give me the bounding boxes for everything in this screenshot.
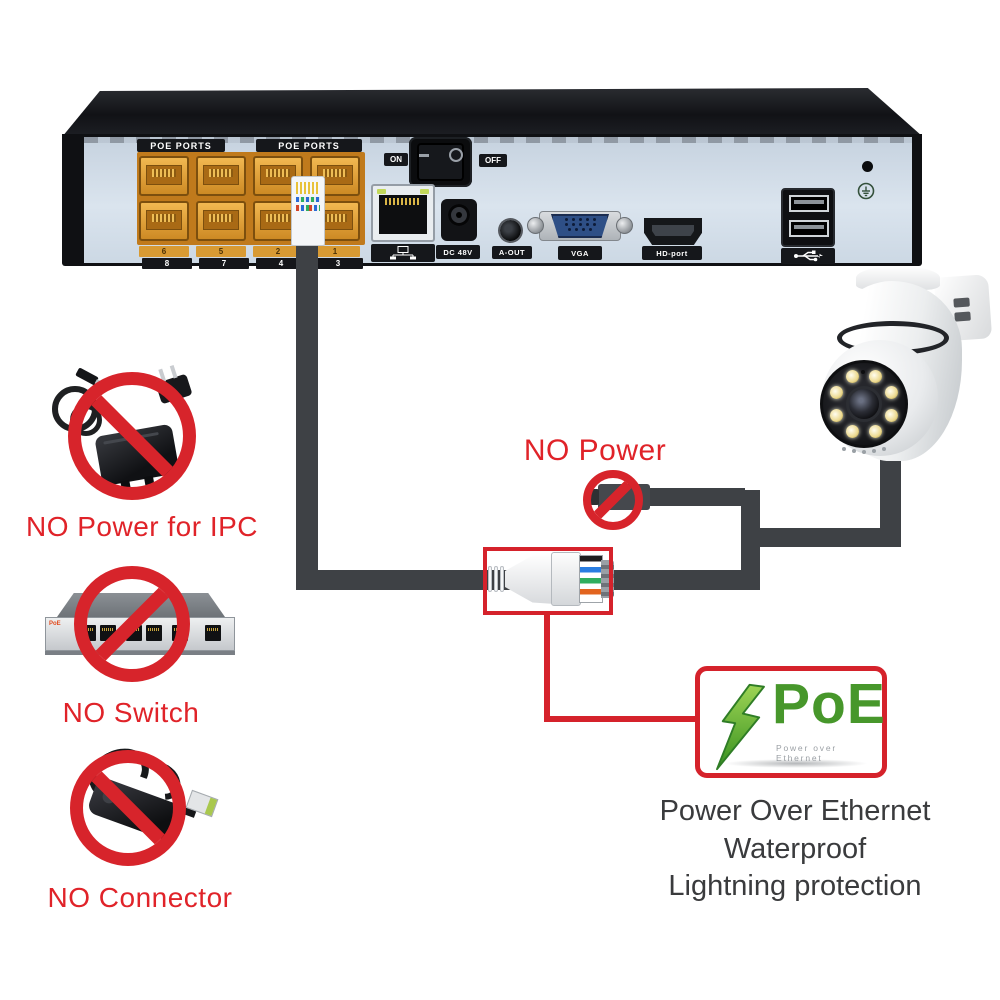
hdmi-label: HD-port: [642, 246, 702, 260]
poe-logo-subtitle: Power over Ethernet: [776, 743, 837, 763]
callout-line-vertical: [544, 613, 550, 721]
port-number: 7: [199, 258, 249, 269]
callout-line-horizontal: [544, 716, 696, 722]
cable-from-nvr-vertical: [296, 243, 318, 573]
vga-screw-left: [527, 217, 544, 234]
rocker-on-mark: [419, 154, 429, 157]
power-off-label: OFF: [479, 154, 507, 167]
dc-label: DC 48V: [436, 245, 480, 259]
poe-logo-box: PoE Power over Ethernet: [695, 666, 887, 778]
port-number: 5: [196, 246, 246, 257]
lightning-bolt-icon: [716, 683, 765, 771]
rj45-plug-in-port: [291, 176, 325, 246]
audio-out-label: A-OUT: [492, 246, 532, 259]
lan-label: [371, 244, 435, 262]
connector-strain-relief: [500, 566, 504, 592]
warning-no-switch: NO Switch: [62, 697, 200, 728]
bracket-slot: [953, 297, 970, 308]
prohibition-icon-no-power: [583, 470, 643, 530]
connector-highlight-box: [483, 547, 613, 615]
cable-camera-horizontal: [752, 528, 884, 547]
ground-screw-icon: [857, 182, 875, 200]
port-number: 8: [142, 258, 192, 269]
port-number: 2: [253, 246, 303, 257]
vga-dsub-connector: [551, 214, 609, 238]
port-number: 6: [139, 246, 189, 257]
camera-bottom-dot: [862, 450, 866, 454]
poe-port-6: [139, 156, 189, 196]
camera-led: [869, 425, 882, 438]
dc-power-jack: [441, 199, 477, 241]
usb-ports: [781, 188, 835, 247]
camera-lens: [846, 386, 882, 422]
cable-pigtail-horizontal: [645, 488, 745, 506]
logo-shadow: [724, 759, 868, 768]
camera-led: [846, 425, 859, 438]
warning-no-power-for-ipc: NO Power for IPC: [25, 511, 259, 542]
camera-led: [846, 370, 859, 383]
waterproof-connector-body: [551, 552, 581, 606]
audio-out-jack: [500, 220, 521, 241]
prohibition-icon-adapter: [68, 372, 196, 500]
camera-led: [869, 370, 882, 383]
cable-camera-vertical: [880, 452, 901, 547]
vga-label: VGA: [558, 246, 602, 260]
connector-strain-relief: [494, 566, 498, 592]
port-number: 1: [310, 246, 360, 257]
poe-port-2: [253, 156, 303, 196]
vga-port: [527, 207, 633, 244]
warning-no-connector: NO Connector: [47, 882, 233, 913]
camera-led: [885, 409, 898, 422]
rocker-off-mark: [449, 148, 463, 162]
poe-ports-label-left: POE PORTS: [137, 139, 225, 152]
lan-led-right: [420, 189, 429, 194]
reset-hole: [862, 161, 873, 172]
prohibition-icon-switch: [74, 566, 190, 682]
camera-led: [885, 386, 898, 399]
network-icon: [390, 246, 416, 260]
plug-prong: [169, 364, 178, 379]
camera-bottom-dot: [852, 449, 856, 453]
no-power-label: NO Power: [523, 434, 667, 467]
poe-port-7: [196, 201, 246, 241]
camera-bottom-dot: [872, 449, 876, 453]
camera-bottom-dot: [882, 447, 886, 451]
usb-icon: [794, 250, 823, 262]
feature-line-2: Waterproof: [723, 832, 867, 865]
camera-bottom-dot: [842, 447, 846, 451]
port-number: 3: [313, 258, 363, 269]
switch-brand-text: PoE: [49, 621, 61, 627]
cable-riser-vertical: [741, 490, 760, 590]
lan-port: [371, 184, 435, 242]
camera-led: [830, 386, 843, 399]
rj45-wire-stripes: [296, 197, 320, 202]
camera-led: [830, 409, 843, 422]
poe-port-5: [196, 156, 246, 196]
lan-led-left: [377, 189, 386, 194]
feature-line-3: Lightning protection: [668, 870, 922, 902]
camera-mic-hole: [861, 370, 865, 374]
port-number: 4: [256, 258, 306, 269]
lan-port-cavity: [379, 195, 427, 234]
poe-logo-text: PoE: [772, 672, 886, 736]
usb-label: [781, 248, 835, 264]
connector-strain-relief: [488, 566, 492, 592]
nvr-top-face: [62, 88, 922, 137]
power-rocker-switch[interactable]: [409, 137, 472, 187]
feature-line-1: Power Over Ethernet: [659, 795, 931, 827]
switch-port: [205, 625, 221, 641]
rj45-wire-stripes: [296, 205, 320, 211]
bracket-slot: [954, 311, 971, 322]
prohibition-icon-connector: [70, 750, 186, 866]
poe-ports-label-right: POE PORTS: [256, 139, 362, 152]
poe-port-8: [139, 201, 189, 241]
power-on-label: ON: [384, 153, 408, 166]
feature-list: Power Over Ethernet Waterproof Lightning…: [585, 793, 1000, 906]
vga-screw-right: [616, 217, 633, 234]
rj45-gold-pins-icon: [296, 182, 320, 194]
hdmi-port: [644, 218, 702, 245]
